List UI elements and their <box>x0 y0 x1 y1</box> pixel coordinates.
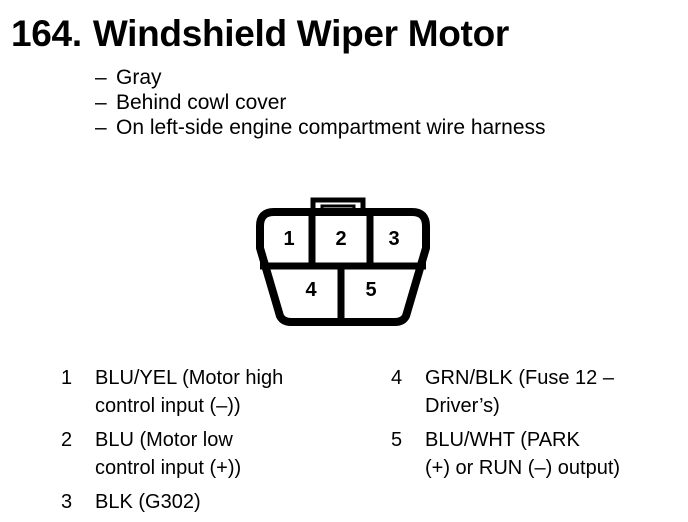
page-title: 164.Windshield Wiper Motor <box>11 12 509 56</box>
legend-pin-description: BLK (G302) <box>95 488 368 516</box>
title-text: Windshield Wiper Motor <box>92 13 509 54</box>
legend-line: BLU (Motor low <box>95 429 233 451</box>
pin-legend-left: 1 BLU/YEL (Motor high control input (–))… <box>58 364 368 522</box>
legend-pin-number: 5 <box>391 429 403 451</box>
cavity-label-3: 3 <box>388 228 399 250</box>
cavity-label-4: 4 <box>305 279 317 301</box>
legend-line: control input (+)) <box>95 457 242 479</box>
legend-line: BLK (G302) <box>95 491 201 513</box>
legend-pin-number: 2 <box>61 429 73 451</box>
note-text: On left-side engine compartment wire har… <box>116 116 546 139</box>
cavity-label-5: 5 <box>365 279 376 301</box>
cavity-label-2: 2 <box>335 228 346 250</box>
legend-pin-description: BLU/YEL (Motor high control input (–)) <box>95 364 368 420</box>
legend-pin-description: BLU (Motor low control input (+)) <box>95 426 368 482</box>
pin-legend-right: 4 GRN/BLK (Fuse 12 – Driver’s) 5 BLU/WHT… <box>388 364 688 488</box>
note-item: – On left-side engine compartment wire h… <box>95 115 655 140</box>
legend-line: control input (–)) <box>95 395 241 417</box>
legend-pin-number: 3 <box>61 491 73 513</box>
legend-line: (+) or RUN (–) output) <box>425 457 621 479</box>
legend-line: BLU/YEL (Motor high <box>95 367 284 389</box>
connector-diagram: 1 2 3 4 5 <box>248 190 438 335</box>
dash-icon: – <box>95 116 107 139</box>
legend-pin-number: 4 <box>391 367 403 389</box>
legend-item: 2 BLU (Motor low control input (+)) <box>58 426 368 482</box>
legend-pin-description: BLU/WHT (PARK (+) or RUN (–) output) <box>425 426 688 482</box>
legend-pin-description: GRN/BLK (Fuse 12 – Driver’s) <box>425 364 688 420</box>
legend-pin-number: 1 <box>61 367 73 389</box>
dash-icon: – <box>95 66 107 89</box>
note-item: – Behind cowl cover <box>95 90 655 115</box>
legend-line: BLU/WHT (PARK <box>425 429 580 451</box>
note-text: Behind cowl cover <box>116 91 287 114</box>
dash-icon: – <box>95 91 107 114</box>
legend-line: GRN/BLK (Fuse 12 – <box>425 367 614 389</box>
note-item: – Gray <box>95 65 655 90</box>
legend-item: 5 BLU/WHT (PARK (+) or RUN (–) output) <box>388 426 688 482</box>
legend-item: 1 BLU/YEL (Motor high control input (–)) <box>58 364 368 420</box>
legend-item: 3 BLK (G302) <box>58 488 368 516</box>
cavity-label-1: 1 <box>283 228 294 250</box>
legend-item: 4 GRN/BLK (Fuse 12 – Driver’s) <box>388 364 688 420</box>
legend-line: Driver’s) <box>425 395 500 417</box>
note-text: Gray <box>116 66 162 89</box>
notes-list: – Gray – Behind cowl cover – On left-sid… <box>95 65 655 140</box>
entry-number: 164. <box>11 13 82 54</box>
connector-svg: 1 2 3 4 5 <box>256 197 430 326</box>
